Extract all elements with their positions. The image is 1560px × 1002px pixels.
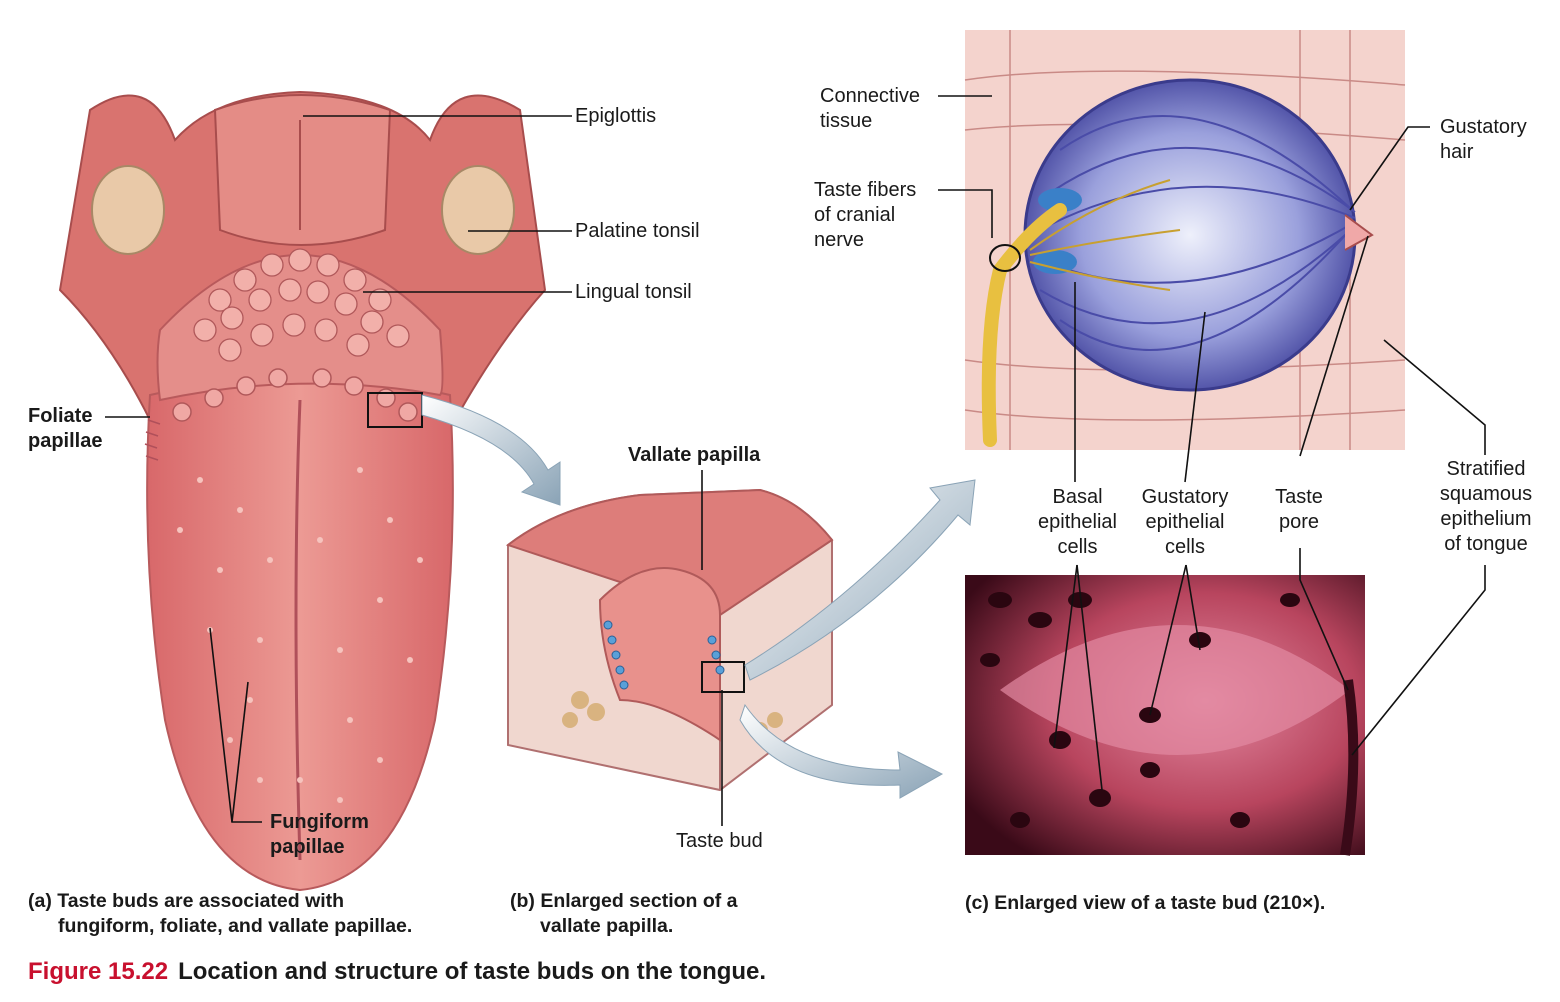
zoom-arrows xyxy=(421,394,976,799)
leader-lines xyxy=(105,95,1486,826)
figure-caption: Figure 15.22 Location and structure of ta… xyxy=(28,958,766,986)
label-epiglottis: Epiglottis xyxy=(575,105,657,127)
caption-c: (c) Enlarged view of a taste bud (210×). xyxy=(965,892,1326,914)
tongue-illustration xyxy=(58,90,547,892)
figure-title: Location and structure of taste buds on … xyxy=(178,958,767,985)
label-lingual-tonsil: Lingual tonsil xyxy=(575,281,692,303)
taste-bud-drawing xyxy=(964,30,1406,450)
vallate-papilla-illustration xyxy=(505,488,834,792)
label-palatine-tonsil: Palatine tonsil xyxy=(575,220,700,242)
figure-number: Figure 15.22 xyxy=(28,958,169,985)
label-taste-bud: Taste bud xyxy=(676,830,763,852)
taste-bud-micrograph xyxy=(965,575,1365,856)
label-vallate-papilla: Vallate papilla xyxy=(628,444,761,466)
